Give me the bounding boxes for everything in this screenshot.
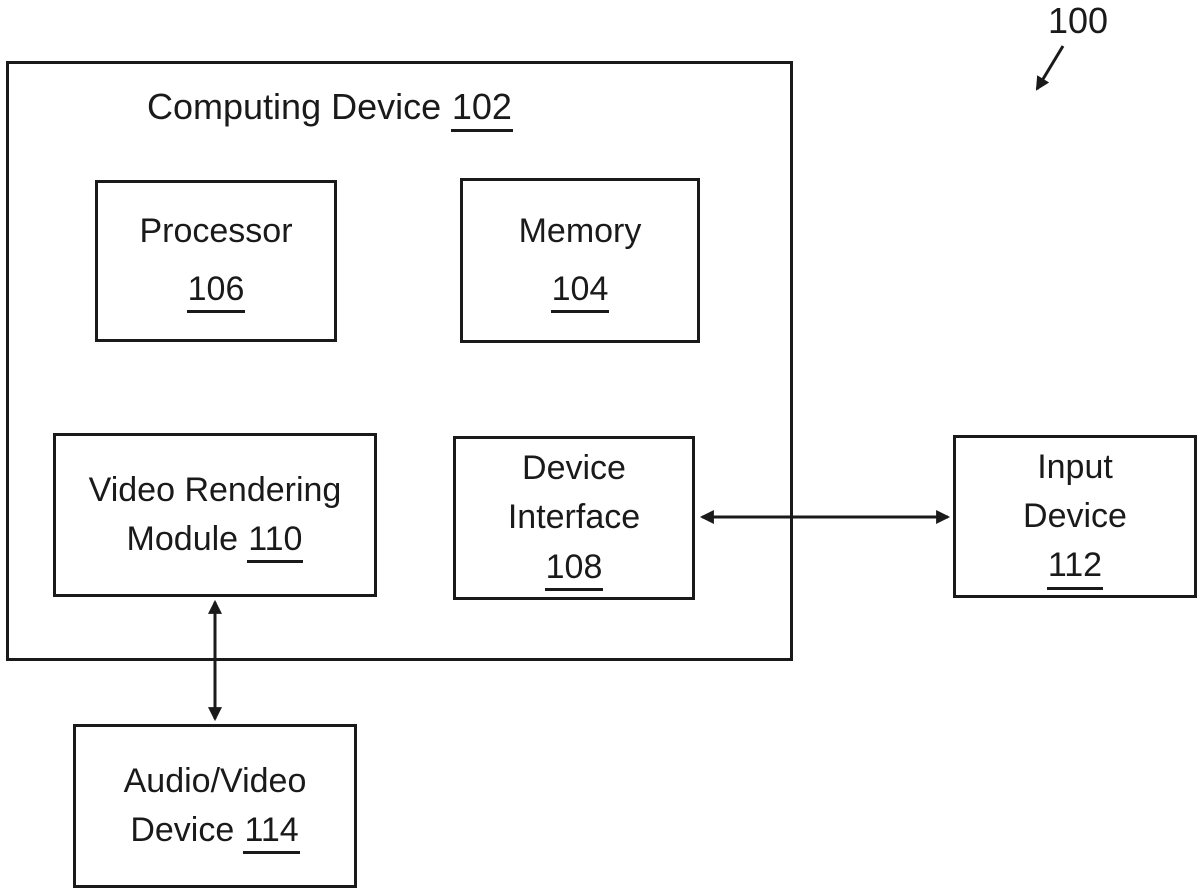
device-interface-label-line1: Device bbox=[522, 449, 626, 488]
figure-ref-label: 100 bbox=[1048, 0, 1109, 41]
input-device-label-line1: Input bbox=[1037, 447, 1113, 486]
audio-video-device-label-line1: Audio/Video bbox=[123, 761, 307, 800]
device-interface-box: Device Interface 108 bbox=[453, 436, 695, 600]
video-rendering-module-ref: 110 bbox=[247, 520, 304, 564]
input-device-label-line2: Device bbox=[1023, 496, 1127, 535]
input-device-box: Input Device 112 bbox=[953, 435, 1197, 598]
device-interface-ref-line: 108 bbox=[544, 543, 604, 592]
input-device-ref: 112 bbox=[1046, 546, 1104, 590]
processor-label: Processor bbox=[139, 212, 293, 251]
video-rendering-module-label-line1: Video Rendering bbox=[88, 470, 342, 509]
computing-device-label: Computing Device bbox=[147, 86, 442, 127]
processor-ref: 106 bbox=[186, 270, 246, 314]
memory-label: Memory bbox=[518, 211, 642, 250]
memory-ref-line: 104 bbox=[550, 261, 610, 319]
input-device-ref-line: 112 bbox=[1046, 541, 1104, 590]
memory-ref: 104 bbox=[550, 270, 610, 313]
computing-device-ref: 102 bbox=[450, 87, 513, 132]
device-interface-ref: 108 bbox=[544, 548, 604, 592]
audio-video-device-ref: 114 bbox=[243, 811, 300, 855]
processor-ref-line: 106 bbox=[186, 261, 246, 319]
processor-box: Processor 106 bbox=[95, 180, 337, 342]
figure-ref-pointer-arrow bbox=[1035, 45, 1065, 91]
memory-box: Memory 104 bbox=[460, 178, 700, 343]
device-interface-label-line2: Interface bbox=[507, 498, 641, 537]
